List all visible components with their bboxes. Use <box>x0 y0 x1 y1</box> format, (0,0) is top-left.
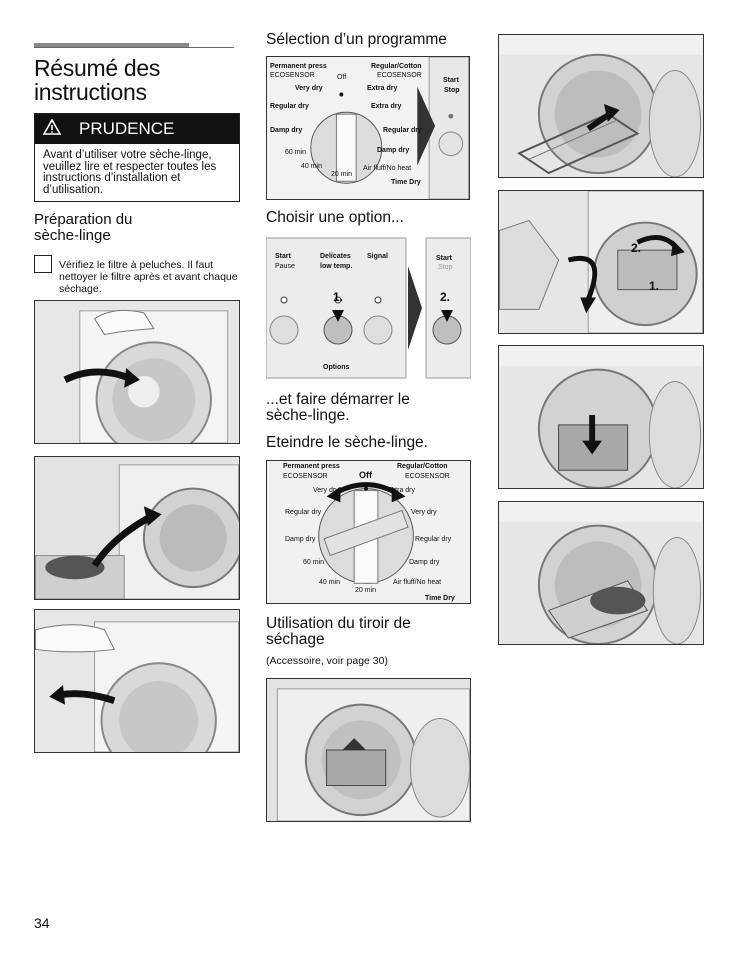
shoes-on-rack-drawing <box>499 502 703 644</box>
off-time-dry: Time Dry <box>425 595 455 602</box>
dial-extra-dry-2: Extra dry <box>371 103 402 110</box>
dial-regular-dry-left: Regular dry <box>270 103 309 110</box>
off-label: Off <box>359 470 372 480</box>
drawer-note: (Accessoire, voir page 30) <box>266 655 388 667</box>
dryer-door-open-drawing <box>35 301 239 443</box>
signal-label: Signal <box>367 253 389 260</box>
dial-time-dry: Time Dry <box>391 179 421 186</box>
off-60min: 60 min <box>303 559 325 566</box>
options-start: Start <box>436 255 452 262</box>
warning-icon <box>42 117 65 140</box>
rack-step-2: 2. <box>631 241 642 255</box>
illustration-shoes-on-rack <box>498 501 704 645</box>
options-stop: Stop <box>438 264 453 271</box>
page-title: Résumé des instructions <box>34 56 160 104</box>
drawer-heading: Utilisation du tiroir de séchage <box>266 615 411 648</box>
dial-damp-dry-left: Damp dry <box>270 127 303 134</box>
off-dial-drawing <box>267 461 470 603</box>
off-regular-dry-left: Regular dry <box>285 509 322 516</box>
off-damp-dry-left: Damp dry <box>285 536 316 543</box>
step1-label: 1. <box>333 290 344 304</box>
page-number: 34 <box>34 915 50 931</box>
dial-air-fluff: Air fluff/No heat <box>363 165 412 172</box>
off-heading: Eteindre le sèche-linge. <box>266 434 428 451</box>
off-dial-panel: Permanent press ECOSENSOR Regular/Cotton… <box>266 460 471 604</box>
illustration-load-laundry <box>34 456 240 600</box>
checkbox[interactable] <box>34 255 52 273</box>
off-very-dry-right: Very dry <box>411 509 437 516</box>
off-permanent-press: Permanent press <box>283 463 340 470</box>
off-air-fluff: Air fluff/No heat <box>393 579 442 586</box>
off-20min: 20 min <box>355 587 377 594</box>
dial-20min: 20 min <box>331 171 353 178</box>
dial-ecosensor-right: ECOSENSOR <box>377 72 422 79</box>
start-pause-label-1: Start <box>275 253 291 260</box>
caution-box: PRUDENCE Avant d’utiliser votre sèche-li… <box>34 113 240 202</box>
off-very-dry: Very dry <box>313 487 339 494</box>
title-line-2: instructions <box>34 79 147 105</box>
options-panel-drawing <box>266 237 471 379</box>
off-regular-dry-right: Regular dry <box>415 536 452 543</box>
dial-regular-dry-right: Regular dry <box>383 127 422 134</box>
illustration-rack-lock: 2. 1. <box>498 190 704 334</box>
dial-extra-dry: Extra dry <box>367 85 398 92</box>
caution-text: Avant d’utiliser votre sèche-linge, veui… <box>43 149 217 196</box>
checklist-text: Vérifiez le filtre à peluches. Il faut n… <box>59 259 238 295</box>
illustration-drawer-insert <box>266 678 471 822</box>
dial-60min: 60 min <box>285 149 307 156</box>
off-regular-cotton: Regular/Cotton <box>397 463 448 470</box>
title-rule <box>34 43 234 48</box>
illustration-rack-insert <box>498 34 704 178</box>
program-dial-panel: Permanent press ECOSENSOR Regular/Cotton… <box>266 56 470 200</box>
dryer-door-close-drawing <box>35 610 239 752</box>
dial-start: Start <box>443 77 459 84</box>
dial-stop: Stop <box>444 87 460 94</box>
off-damp-dry-right: Damp dry <box>409 559 440 566</box>
illustration-drawer-remove <box>498 345 704 489</box>
option-heading: Choisir une option... <box>266 209 404 226</box>
drawer-insert-drawing <box>267 679 470 821</box>
program-heading: Sélection d’un programme <box>266 31 447 48</box>
drawer-remove-drawing <box>499 346 703 488</box>
dial-regular-cotton: Regular/Cotton <box>371 63 422 70</box>
rack-insert-drawing <box>499 35 703 177</box>
off-ecosensor-right: ECOSENSOR <box>405 473 450 480</box>
rack-lock-drawing <box>499 191 703 333</box>
delicates-label-2: low temp. <box>320 263 353 270</box>
loading-laundry-drawing <box>35 457 239 599</box>
start-pause-label-2: Pause <box>275 263 295 270</box>
delicates-label-1: Delicates <box>320 253 351 260</box>
prep-heading: Préparation du sèche-linge <box>34 211 133 244</box>
illustration-open-door <box>34 300 240 444</box>
dial-very-dry: Very dry <box>295 85 323 92</box>
caution-header: PRUDENCE <box>35 114 239 144</box>
dial-ecosensor-left: ECOSENSOR <box>270 72 315 79</box>
caution-label: PRUDENCE <box>79 119 175 138</box>
rack-step-1: 1. <box>649 279 660 293</box>
off-40min: 40 min <box>319 579 341 586</box>
options-label: Options <box>323 364 350 371</box>
dial-permanent-press: Permanent press <box>270 63 327 70</box>
start-heading: ...et faire démarrer le sèche-linge. <box>266 391 410 424</box>
dial-damp-dry-right: Damp dry <box>377 147 410 154</box>
off-ecosensor-left: ECOSENSOR <box>283 473 328 480</box>
program-dial-drawing <box>267 57 469 199</box>
dial-off: Off <box>337 74 347 81</box>
step2-label: 2. <box>440 290 451 304</box>
dial-40min: 40 min <box>301 163 323 170</box>
illustration-close-door <box>34 609 240 753</box>
options-panel: Start Pause Delicates low temp. Signal 1… <box>266 236 471 380</box>
title-line-1: Résumé des <box>34 55 161 81</box>
off-extra-dry: Extra dry <box>387 487 416 494</box>
